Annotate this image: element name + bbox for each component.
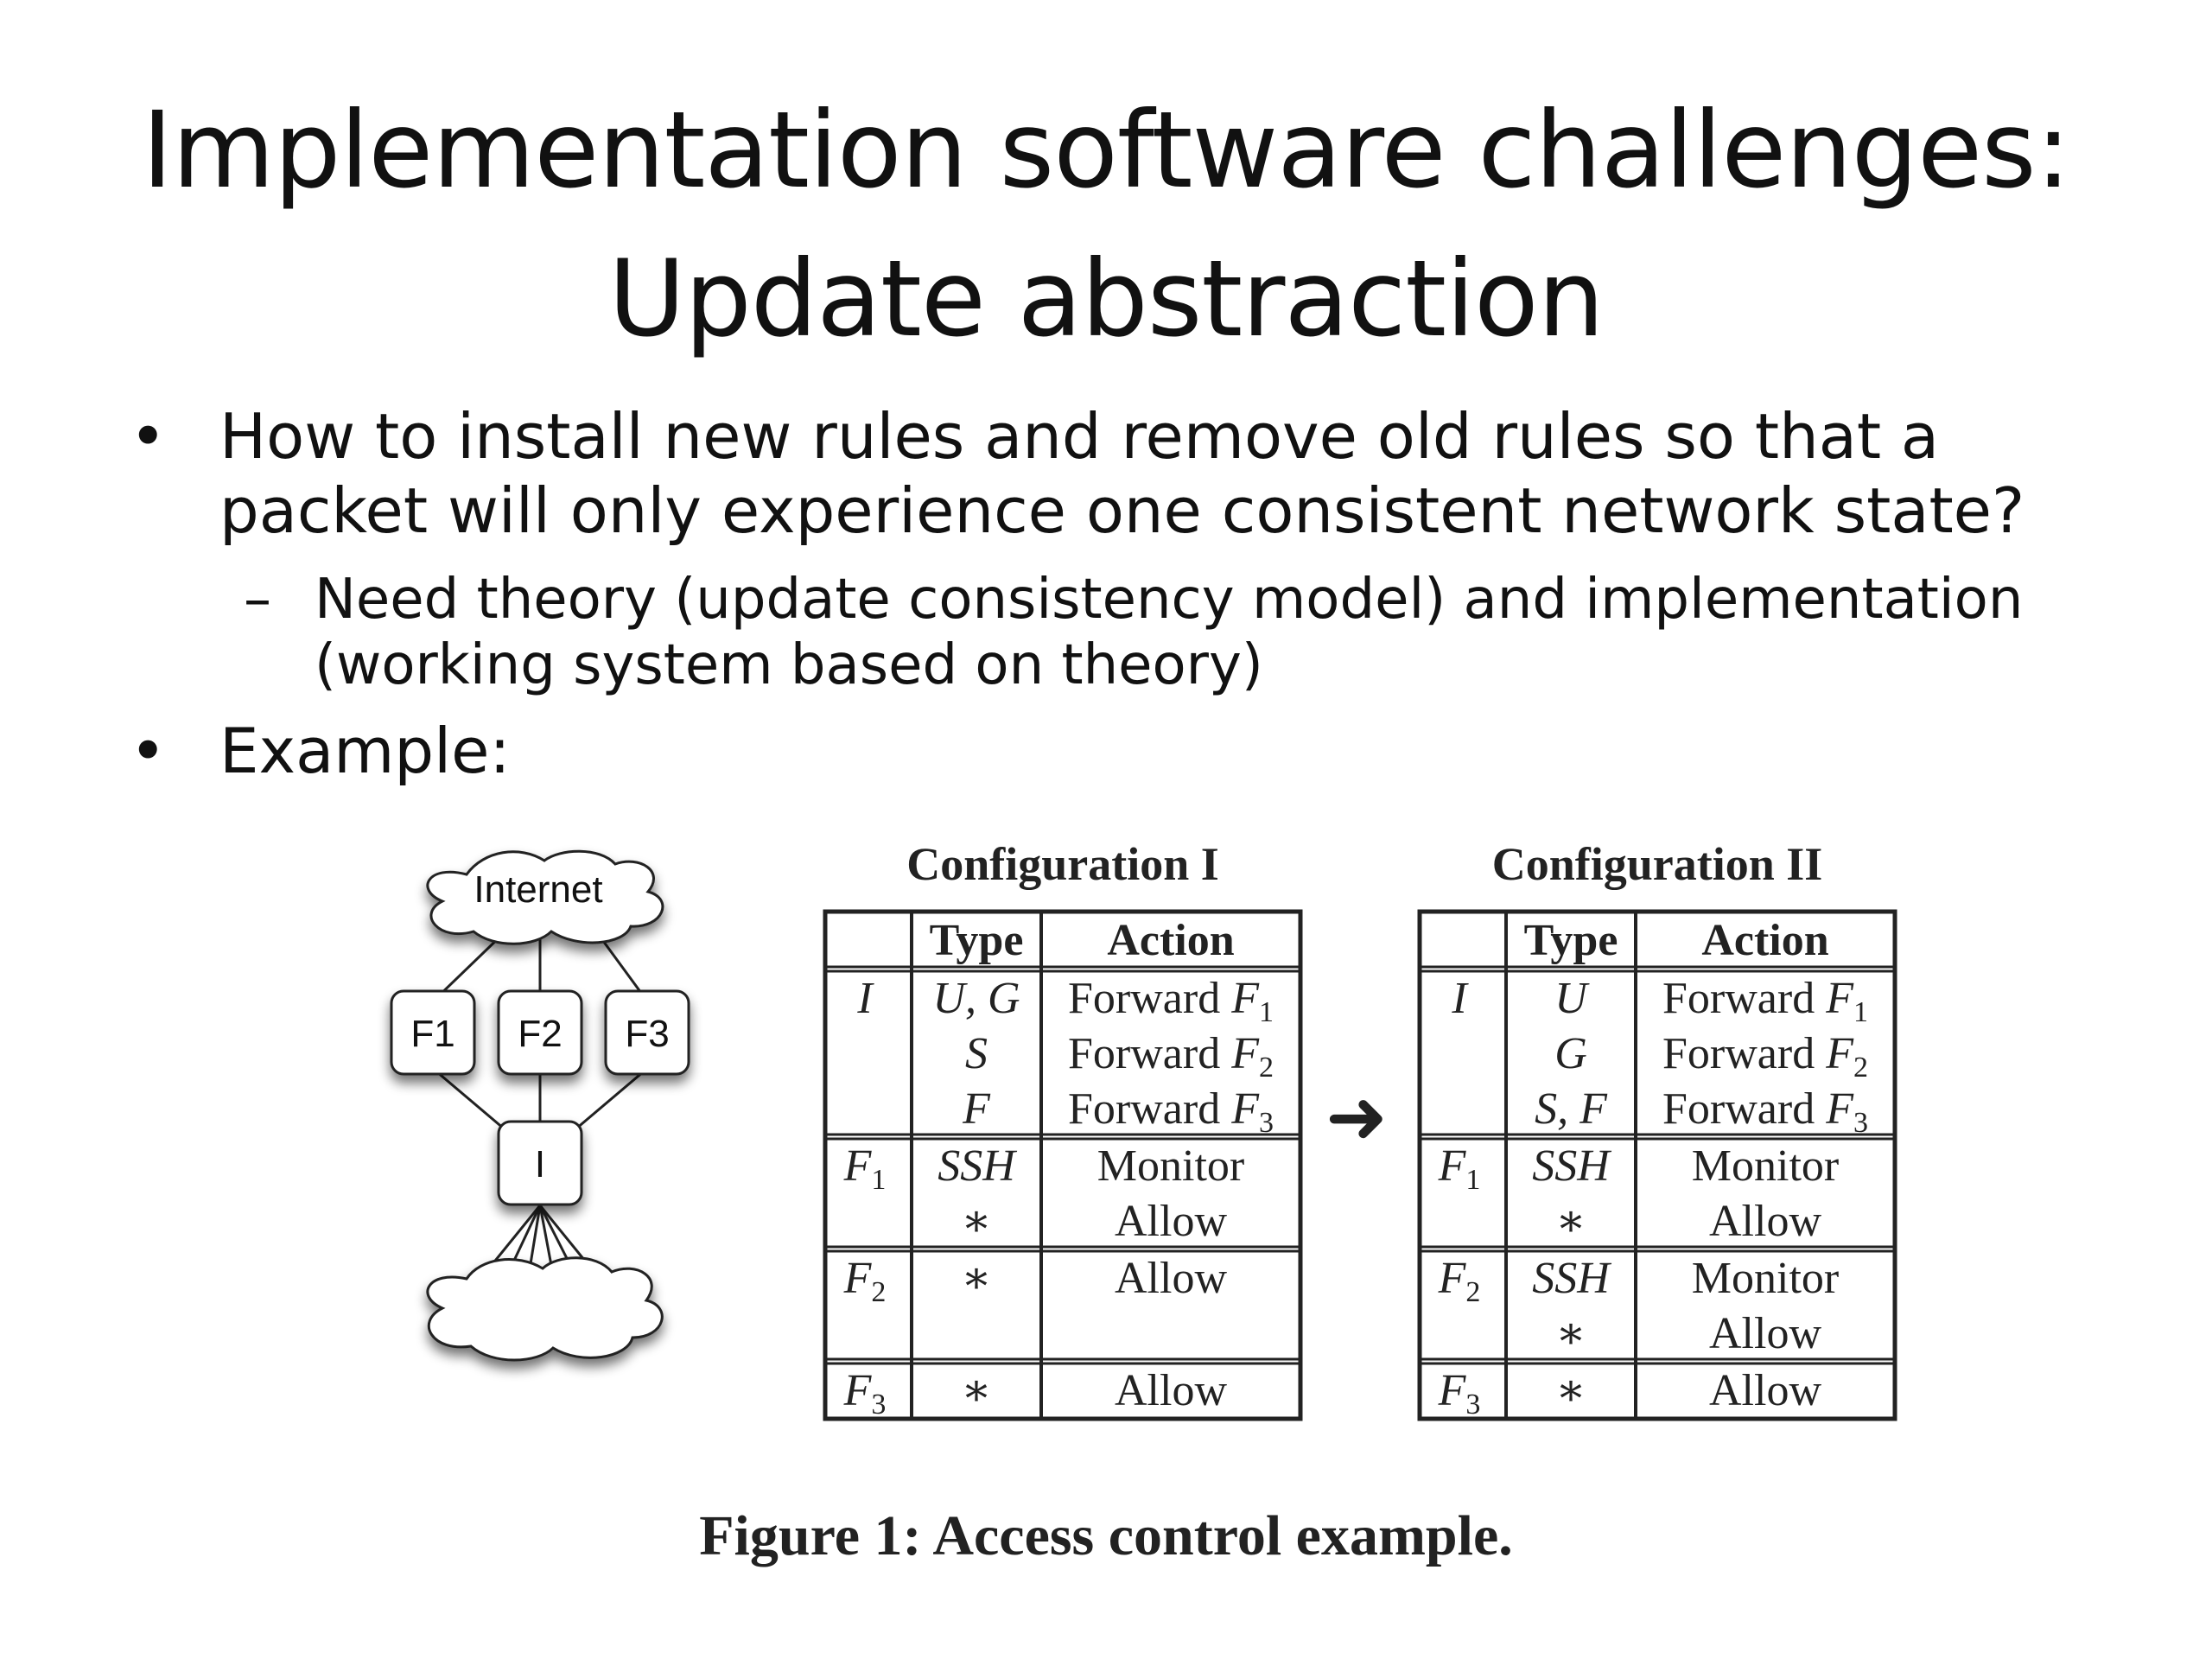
- switch-label: F2: [1438, 1254, 1481, 1308]
- switch-f3-label: F3: [625, 1013, 669, 1055]
- switch-f1-label: F1: [410, 1013, 454, 1055]
- type-cell: F: [962, 1084, 991, 1134]
- switch-label: F1: [1438, 1141, 1481, 1196]
- link-line: [569, 1070, 645, 1135]
- type-cell: ∗: [1555, 1366, 1586, 1415]
- internet-label: Internet: [474, 868, 602, 911]
- switch-label: I: [1451, 974, 1469, 1023]
- table-border: [823, 909, 1303, 1421]
- switch-f2-box: [497, 989, 583, 1076]
- action-cell: Forward F1: [1068, 974, 1274, 1028]
- sub-bullet-mark: –: [244, 568, 271, 632]
- switch-label: F1: [843, 1141, 887, 1196]
- action-cell: Forward F1: [1662, 974, 1868, 1028]
- title-line-2: Update abstraction: [608, 238, 1605, 360]
- action-cell: Allow: [1709, 1366, 1821, 1415]
- bullet-text-line-1: Example:: [219, 715, 511, 787]
- action-cell: Monitor: [1692, 1254, 1839, 1303]
- type-cell: ∗: [961, 1366, 991, 1415]
- switch-label: F2: [843, 1254, 887, 1308]
- action-cell: Forward F2: [1662, 1029, 1868, 1084]
- switch-label: F3: [1438, 1366, 1481, 1421]
- host-cloud-icon: [426, 1256, 664, 1362]
- figure-caption: Figure 1: Access control example.: [699, 1504, 1513, 1567]
- column-header-action: Action: [1701, 916, 1828, 965]
- action-cell: Allow: [1115, 1197, 1227, 1246]
- bullet-text-line-1: How to install new rules and remove old …: [219, 400, 1940, 473]
- switch-label: I: [856, 974, 874, 1023]
- action-cell: Allow: [1709, 1309, 1821, 1358]
- ingress-switch-label: I: [535, 1143, 545, 1185]
- action-cell: Forward F2: [1068, 1029, 1274, 1084]
- action-cell: Allow: [1115, 1254, 1227, 1303]
- type-cell: ∗: [1555, 1197, 1586, 1246]
- type-cell: SSH: [1532, 1254, 1611, 1303]
- sub-bullet-text-line-2: (working system based on theory): [315, 633, 1263, 697]
- transition-arrow-icon: ➜: [1325, 1074, 1388, 1160]
- bullet-text-line-2: packet will only experience one consiste…: [219, 474, 2025, 547]
- action-cell: Allow: [1709, 1197, 1821, 1246]
- type-cell: ∗: [961, 1254, 991, 1303]
- slide-title: Implementation software challenges: Upda…: [0, 76, 2212, 373]
- bullet-mark: •: [130, 400, 167, 473]
- type-cell: U, G: [932, 974, 1020, 1023]
- table-border: [1417, 909, 1897, 1421]
- title-line-1: Implementation software challenges:: [142, 89, 2071, 212]
- type-cell: S: [965, 1029, 988, 1078]
- column-header-action: Action: [1107, 916, 1234, 965]
- column-header-type: Type: [930, 916, 1024, 965]
- action-cell: Monitor: [1692, 1141, 1839, 1191]
- type-cell: SSH: [938, 1141, 1017, 1191]
- link-line: [435, 1070, 511, 1135]
- type-cell: SSH: [1532, 1141, 1611, 1191]
- switch-label: F3: [843, 1366, 887, 1421]
- ingress-switch-box: [497, 1120, 583, 1206]
- config-title: Configuration I: [906, 838, 1219, 890]
- network-diagram: Internet F1 F2 F3 I: [390, 849, 690, 1362]
- type-cell: G: [1554, 1029, 1587, 1078]
- action-cell: Monitor: [1097, 1141, 1244, 1191]
- action-cell: Allow: [1115, 1366, 1227, 1415]
- type-cell: ∗: [1555, 1309, 1586, 1358]
- column-header-type: Type: [1524, 916, 1618, 965]
- switch-f1-box: [390, 989, 476, 1076]
- type-cell: ∗: [961, 1197, 991, 1246]
- type-cell: S, F: [1535, 1084, 1608, 1134]
- action-cell: Forward F3: [1662, 1084, 1868, 1139]
- sub-bullet-text-line-1: Need theory (update consistency model) a…: [315, 568, 2024, 632]
- type-cell: U: [1554, 974, 1590, 1023]
- switch-f2-label: F2: [518, 1013, 562, 1055]
- switch-f3-box: [604, 989, 690, 1076]
- internet-cloud-icon: [426, 849, 664, 945]
- config-title: Configuration II: [1492, 838, 1823, 890]
- action-cell: Forward F3: [1068, 1084, 1274, 1139]
- bullet-mark: •: [130, 715, 167, 787]
